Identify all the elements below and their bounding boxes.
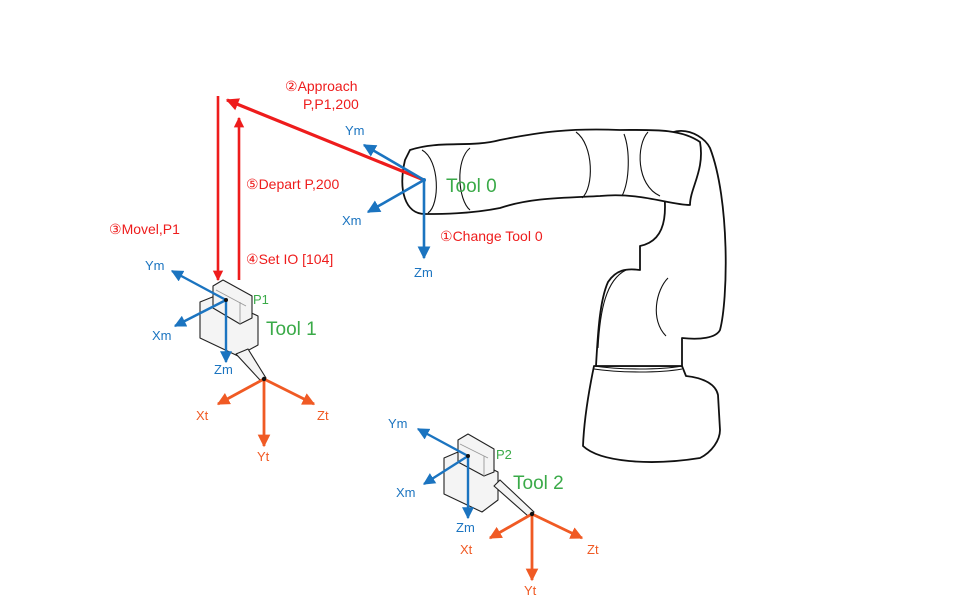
step-4-label: ④Set IO [104]: [246, 251, 333, 267]
tool1-top-block: [212, 279, 253, 325]
tool1-mech-axes: [170, 269, 232, 364]
robot-base-ring: [593, 365, 683, 370]
tool1-gripper: [199, 279, 267, 381]
tool2-tip: [493, 479, 535, 517]
tool2-xt-axis: [488, 512, 533, 540]
robot-upper-arm: [401, 128, 702, 215]
tool2-ym-label: Ym: [388, 416, 408, 431]
tool0-origin: [422, 178, 426, 182]
step-2-label-line2: P,P1,200: [303, 96, 359, 112]
tool1-xm-label: Xm: [152, 328, 172, 343]
tool0-mech-axes: [362, 143, 431, 260]
robot-arm: [401, 128, 727, 463]
robot-joint-line-2: [655, 277, 669, 337]
robot-elbow-line-2: [621, 133, 629, 197]
step-labels: ①Change Tool 0 ②Approach P,P1,200 ③Movel…: [109, 78, 543, 267]
tool1-xm-axis: [173, 298, 227, 328]
tool1-name: Tool 1: [266, 319, 317, 340]
tool0-ym-label: Ym: [345, 123, 365, 138]
motion-arrows: [212, 96, 425, 282]
robot-elbow-line-3: [639, 131, 661, 197]
point-p1-label: P1: [253, 292, 269, 307]
tool1-zm-label: Zm: [214, 362, 233, 377]
tool1-yt-label: Yt: [257, 449, 270, 464]
step-1-label: ①Change Tool 0: [440, 228, 543, 244]
tool0-name: Tool 0: [446, 176, 497, 197]
tool1-tool-axes: [216, 376, 316, 448]
tool0-ym-axis: [362, 143, 425, 182]
tool0-zm-label: Zm: [414, 265, 433, 280]
tool1-zt-axis: [263, 377, 316, 406]
tool2-xt-label: Xt: [460, 542, 473, 557]
tool0-xm-label: Xm: [342, 213, 362, 228]
robot-elbow-line-1: [575, 131, 591, 199]
tool2-yt-label: Yt: [524, 583, 537, 598]
tool2-tool-axes: [488, 511, 584, 582]
step-2-label: ②Approach: [285, 78, 358, 94]
robot-joint-line: [597, 269, 627, 349]
tool1-tip: [235, 348, 267, 381]
tool1-ym-axis: [170, 269, 227, 302]
tool2-mech-axes: [416, 427, 474, 520]
tool1-xt-label: Xt: [196, 408, 209, 423]
tool2-zt-axis: [531, 512, 584, 540]
step-3-label: ③Movel,P1: [109, 221, 180, 237]
tool2-xm-axis: [422, 454, 469, 486]
tool2-name: Tool 2: [513, 473, 564, 494]
axis-labels: Ym Xm Zm Ym Xm Zm Xt Yt Zt Ym Xm Zm Xt Y…: [145, 123, 599, 598]
robot-base-ring-2: [593, 368, 683, 373]
tool2-zt-label: Zt: [587, 542, 599, 557]
tool2-xm-label: Xm: [396, 485, 416, 500]
point-p2-label: P2: [496, 447, 512, 462]
approach-arrow: [225, 98, 425, 182]
step-5-label: ⑤Depart P,200: [246, 176, 339, 192]
tool2-zm-label: Zm: [456, 520, 475, 535]
robot-wrist-line-1: [421, 149, 437, 214]
tool2-ym-axis: [416, 427, 469, 458]
robot-wrist-line-2: [459, 147, 471, 211]
robot-base: [582, 365, 721, 463]
tool1-ym-label: Ym: [145, 258, 165, 273]
tool0-xm-axis: [366, 178, 425, 214]
tool-labels: Tool 0 Tool 1 Tool 2 P1 P2: [253, 176, 564, 494]
tool1-zt-label: Zt: [317, 408, 329, 423]
tool1-xt-axis: [216, 377, 265, 406]
